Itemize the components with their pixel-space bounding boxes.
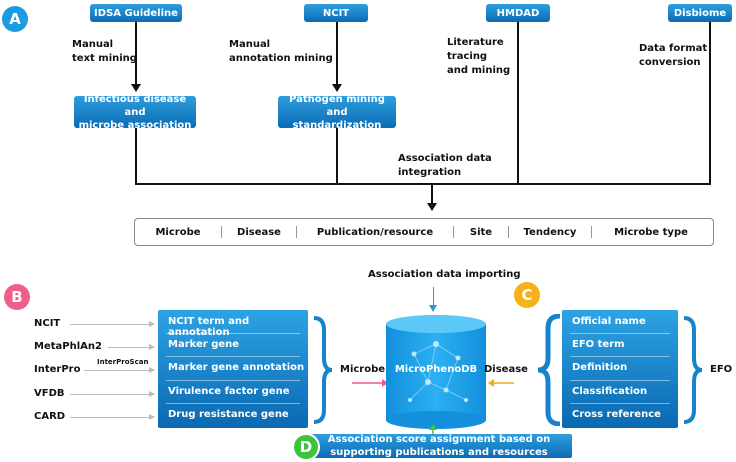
- microbe-fields-panel: NCIT term and annotation Marker gene Mar…: [158, 310, 308, 428]
- source-card: CARD: [34, 411, 66, 422]
- microbe-arrow: [352, 379, 388, 387]
- badge-c: C: [514, 282, 540, 308]
- source-ncit: NCIT: [34, 318, 61, 329]
- attr-site: Site: [469, 226, 493, 238]
- field-cross-reference: Cross reference: [572, 409, 661, 420]
- source-interpro: InterPro: [34, 364, 81, 375]
- arrow-vfdb: [70, 391, 155, 397]
- interproscan-label: InterProScan: [97, 358, 149, 366]
- field-marker-gene: Marker gene: [168, 339, 240, 350]
- source-hmdad-box: HMDAD: [486, 4, 550, 22]
- arrow-card: [70, 414, 155, 420]
- attribute-bar: Microbe Disease Publication/resource Sit…: [134, 218, 714, 246]
- field-official-name: Official name: [572, 316, 646, 327]
- disease-arrow: [488, 379, 514, 387]
- attr-disease: Disease: [237, 226, 281, 238]
- source-ncit-box: NCIT: [304, 4, 368, 22]
- disease-label: Disease: [484, 364, 528, 375]
- source-disbiome-box: Disbiome: [668, 4, 732, 22]
- microbe-brace: [313, 316, 333, 424]
- attr-tendency: Tendency: [523, 226, 577, 238]
- field-ncit-term: NCIT term and annotation: [168, 316, 250, 338]
- microbe-label: Microbe: [340, 364, 386, 375]
- source-vfdb: VFDB: [34, 388, 65, 399]
- efo-brace: [683, 316, 703, 424]
- arrow-ncit: [70, 321, 155, 327]
- attr-publication: Publication/resource: [316, 226, 434, 238]
- db-name: MicroPhenoDB: [394, 364, 478, 375]
- attr-microbe: Microbe: [155, 226, 201, 238]
- database-cylinder: [386, 315, 486, 429]
- field-virulence-factor: Virulence factor gene: [168, 386, 290, 397]
- source-metaphlan2: MetaPhlAn2: [34, 341, 102, 352]
- badge-b: B: [4, 284, 30, 310]
- field-drug-resistance: Drug resistance gene: [168, 409, 289, 420]
- badge-a: A: [2, 6, 28, 32]
- arrow-metaphlan2: [108, 344, 155, 350]
- field-marker-gene-annotation: Marker gene annotation: [168, 362, 305, 373]
- disease-fields-panel: Official name EFO term Definition Classi…: [562, 310, 678, 428]
- badge-d: D: [292, 433, 320, 461]
- field-efo-term: EFO term: [572, 339, 625, 350]
- source-idsa-box: IDSA Guideline: [90, 4, 182, 22]
- field-definition: Definition: [572, 362, 628, 373]
- efo-label: EFO: [710, 364, 733, 375]
- attr-microbe-type: Microbe type: [614, 226, 688, 238]
- field-classification: Classification: [572, 386, 648, 397]
- disease-brace: [537, 314, 561, 426]
- arrow-interpro: [84, 367, 155, 373]
- importing-label: Association data importing: [368, 269, 521, 280]
